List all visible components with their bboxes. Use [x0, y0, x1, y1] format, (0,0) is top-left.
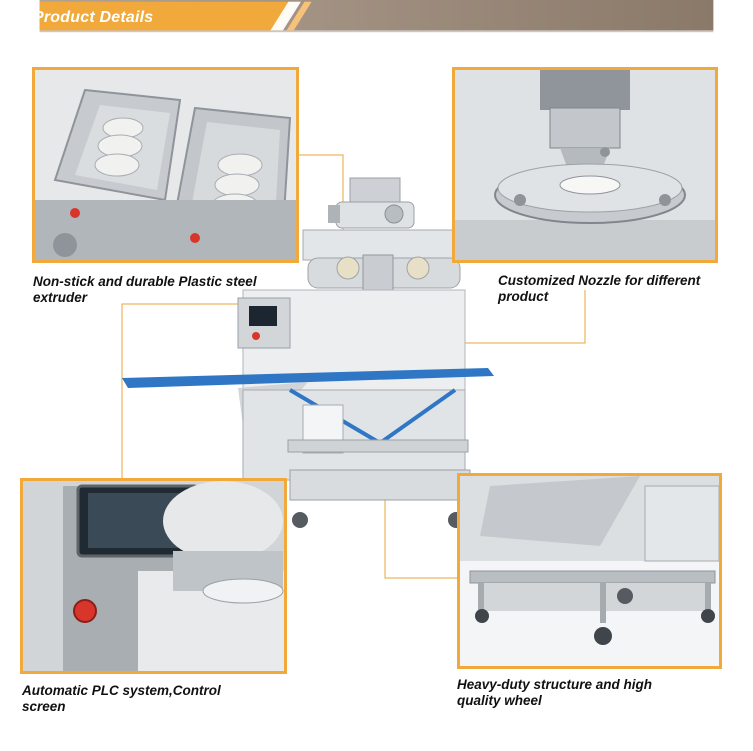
caption-extruder: Non-stick and durable Plastic steel extr…: [33, 274, 257, 306]
caption-plc-line1: Automatic PLC system,Control: [22, 683, 221, 698]
photo-extruder: [32, 67, 299, 263]
caption-nozzle-line2: product: [498, 289, 549, 304]
header-banner: [39, 0, 714, 33]
photo-wheel: [457, 473, 722, 669]
caption-nozzle-line1: Customized Nozzle for different: [498, 273, 701, 288]
caption-wheel-line1: Heavy-duty structure and high: [457, 677, 653, 692]
caption-wheel: Heavy-duty structure and high quality wh…: [457, 677, 652, 709]
caption-plc: Automatic PLC system,Control screen: [22, 683, 221, 715]
caption-extruder-line1: Non-stick and durable Plastic steel: [33, 274, 257, 289]
section-header: Product Details: [0, 0, 753, 38]
caption-wheel-line2: quality wheel: [457, 693, 542, 708]
page-title: Product Details: [33, 9, 154, 26]
caption-extruder-line2: extruder: [33, 290, 88, 305]
machine-illustration: [122, 177, 494, 528]
photo-nozzle: [452, 67, 718, 263]
caption-plc-line2: screen: [22, 699, 66, 714]
caption-nozzle: Customized Nozzle for different product: [498, 273, 700, 305]
photo-plc: [20, 478, 287, 674]
